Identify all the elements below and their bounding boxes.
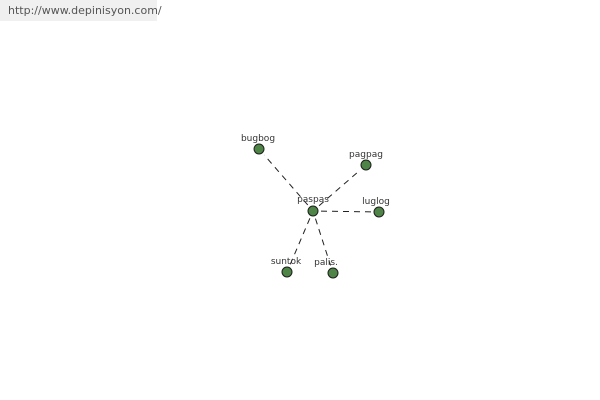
node-paspas[interactable]: paspas bbox=[297, 195, 329, 217]
node-bugbog[interactable]: bugbog bbox=[241, 134, 275, 155]
node-pagpag[interactable]: pagpag bbox=[349, 150, 383, 171]
node-circle-paspas[interactable] bbox=[307, 205, 319, 217]
node-suntok[interactable]: suntok bbox=[271, 257, 302, 278]
edge-paspas-suntok bbox=[289, 218, 311, 265]
node-label-paspas: paspas bbox=[297, 195, 329, 205]
node-label-suntok: suntok bbox=[271, 257, 302, 267]
edge-paspas-palis bbox=[314, 218, 332, 266]
node-palis[interactable]: palis. bbox=[314, 258, 339, 279]
edges bbox=[263, 154, 372, 266]
node-luglog[interactable]: luglog bbox=[362, 197, 390, 218]
edge-paspas-pagpag bbox=[318, 169, 361, 207]
node-circle-pagpag[interactable] bbox=[360, 159, 372, 171]
node-circle-bugbog[interactable] bbox=[253, 143, 265, 155]
site-url[interactable]: http://www.depinisyon.com/ bbox=[0, 0, 162, 21]
node-label-luglog: luglog bbox=[362, 197, 390, 207]
nodes: paspas bugbog pagpag luglog suntok palis. bbox=[241, 134, 390, 279]
node-label-pagpag: pagpag bbox=[349, 150, 383, 160]
node-label-bugbog: bugbog bbox=[241, 134, 275, 144]
edge-paspas-luglog bbox=[320, 210, 372, 213]
node-circle-luglog[interactable] bbox=[373, 206, 385, 218]
node-circle-suntok[interactable] bbox=[281, 266, 293, 278]
edge-paspas-bugbog bbox=[263, 154, 309, 206]
node-label-palis: palis. bbox=[314, 258, 338, 268]
node-circle-palis[interactable] bbox=[327, 267, 339, 279]
